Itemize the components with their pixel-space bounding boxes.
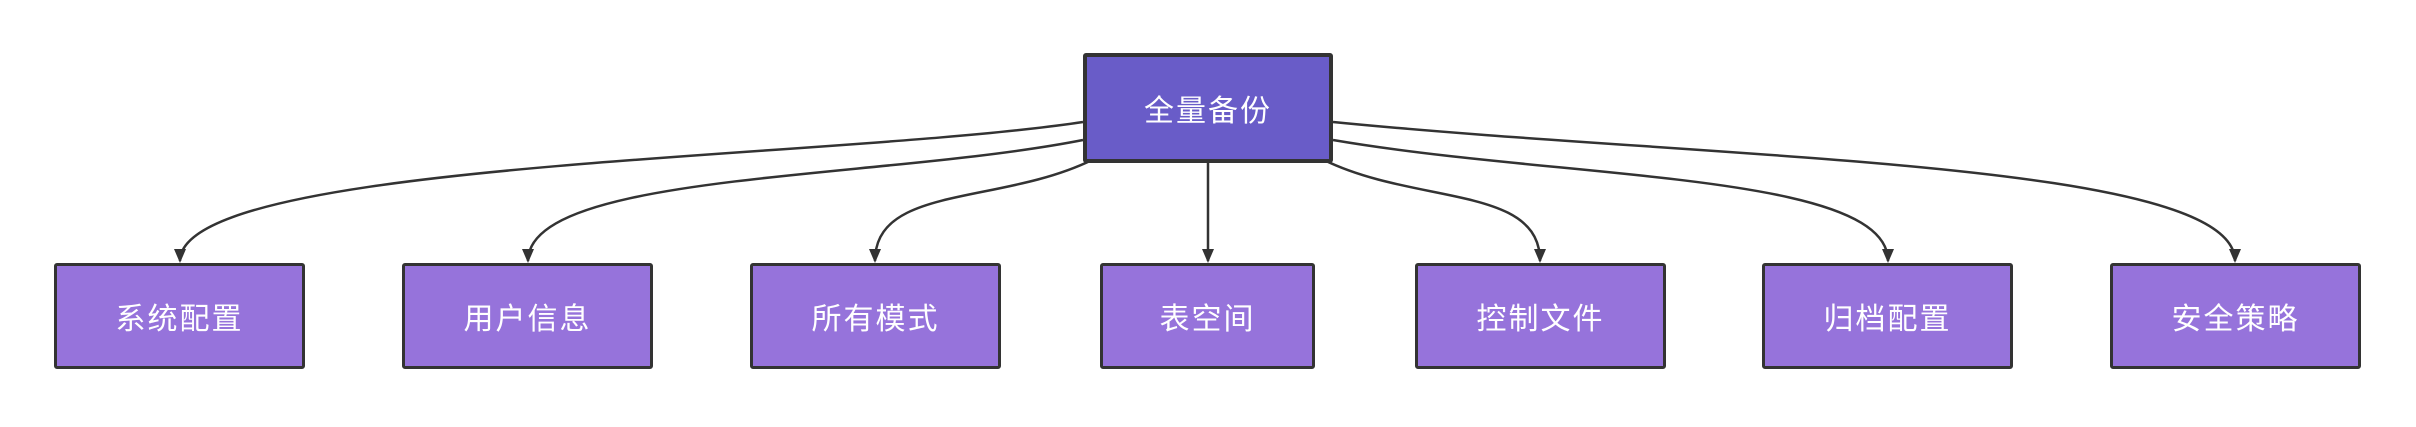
node-tablespace: 表空间: [1100, 263, 1315, 369]
node-archive-config-label: 归档配置: [1823, 303, 1952, 336]
node-control-file: 控制文件: [1415, 263, 1666, 369]
node-system-config: 系统配置: [54, 263, 305, 369]
node-system-config-label: 系统配置: [115, 303, 244, 336]
node-all-schemas: 所有模式: [750, 263, 1001, 369]
node-full-backup-label: 全量备份: [1144, 95, 1272, 128]
node-tablespace-label: 表空间: [1159, 303, 1256, 336]
edge-root-to-security-policy: [1332, 120, 2241, 263]
node-user-info: 用户信息: [402, 263, 653, 369]
node-full-backup: 全量备份: [1083, 53, 1333, 163]
node-security-policy: 安全策略: [2110, 263, 2361, 369]
node-user-info-label: 用户信息: [463, 303, 592, 336]
edge-root-to-system-config: [174, 120, 1084, 263]
node-security-policy-label: 安全策略: [2171, 303, 2300, 336]
edge-root-to-user-info: [522, 138, 1084, 263]
node-archive-config: 归档配置: [1762, 263, 2013, 369]
edge-root-to-all-schemas: [869, 158, 1093, 263]
edge-root-to-archive-config: [1332, 138, 1894, 263]
node-all-schemas-label: 所有模式: [811, 303, 940, 336]
edge-root-to-control-file: [1323, 158, 1546, 263]
node-control-file-label: 控制文件: [1476, 303, 1605, 336]
